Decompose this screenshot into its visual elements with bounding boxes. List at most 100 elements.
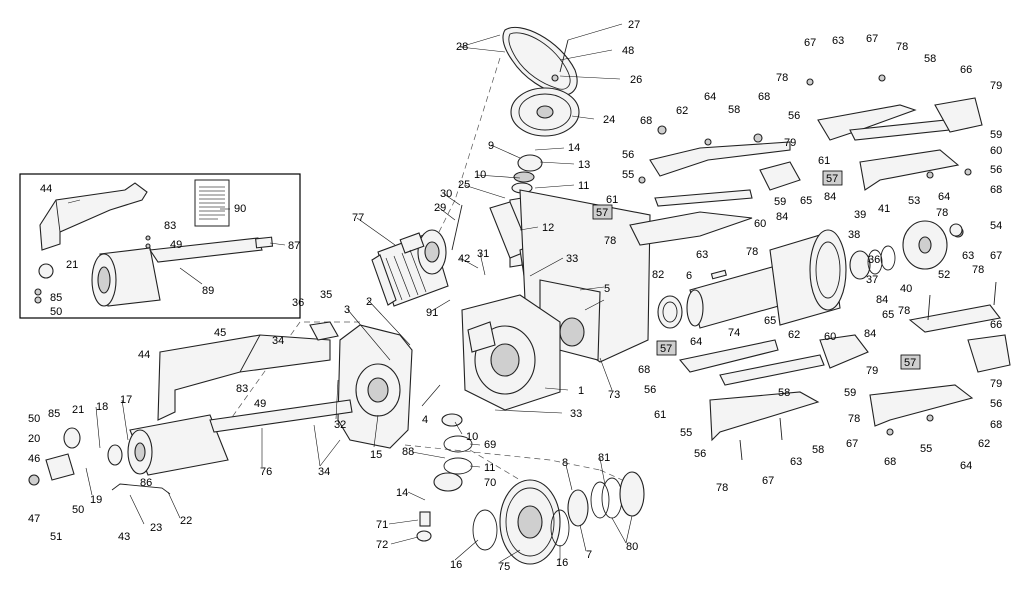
part-label-p79b: 79	[990, 80, 1002, 92]
part-number: 24	[603, 114, 615, 126]
part-label-p58a: 58	[728, 104, 740, 116]
part-number: 56	[788, 110, 800, 122]
part-number: 62	[788, 329, 800, 341]
part-number: 91	[426, 307, 438, 319]
part-number: 67	[990, 250, 1002, 262]
part-label-p39: 39	[854, 209, 866, 221]
part-number: 73	[608, 389, 620, 401]
part-number: 28	[456, 41, 468, 53]
part-label-p9: 9	[488, 140, 494, 152]
part-number: 59	[990, 129, 1002, 141]
part-label-p60c: 60	[824, 331, 836, 343]
lower-motor	[28, 399, 353, 495]
part-number: 84	[776, 211, 788, 223]
part-number: 66	[990, 319, 1002, 331]
part-number: 57	[826, 173, 838, 185]
part-number: 50	[72, 504, 84, 516]
part-label-p11a: 11	[578, 180, 589, 192]
part-number: 59	[774, 196, 786, 208]
part-number: 78	[604, 235, 616, 247]
part-label-p64b: 64	[938, 191, 950, 203]
part-label-p78g: 78	[898, 305, 910, 317]
part-number: 37	[866, 274, 878, 286]
part-number: 83	[236, 383, 248, 395]
part-number: 31	[477, 248, 489, 260]
part-number: 65	[800, 195, 812, 207]
part-number: 50	[28, 413, 40, 425]
part-label-p81: 81	[598, 452, 610, 464]
part-label-p49a: 49	[170, 239, 182, 251]
part-label-p12: 12	[542, 222, 554, 234]
part-number: 53	[908, 195, 920, 207]
part-number: 55	[622, 169, 634, 181]
part-label-p36: 36	[292, 297, 304, 309]
part-number: 16	[556, 557, 568, 569]
part-number: 67	[866, 33, 878, 45]
part-label-p75: 75	[498, 561, 510, 573]
part-number: 57	[904, 357, 916, 369]
part-label-p60b: 60	[990, 145, 1002, 157]
part-number: 56	[990, 398, 1002, 410]
part-number: 21	[72, 404, 84, 416]
part-number: 7	[586, 549, 592, 561]
part-label-p59a: 59	[774, 196, 786, 208]
part-number: 78	[848, 413, 860, 425]
part-label-p19: 19	[90, 494, 102, 506]
part-label-p86: 86	[140, 477, 152, 489]
part-number: 90	[234, 203, 246, 215]
part-number: 56	[622, 149, 634, 161]
part-label-p57d: 57	[900, 354, 921, 370]
part-label-p16b: 16	[556, 557, 568, 569]
part-number: 49	[254, 398, 266, 410]
part-number: 26	[630, 74, 642, 86]
part-number: 88	[402, 446, 414, 458]
part-number: 2	[366, 296, 372, 308]
right-linkage	[629, 74, 983, 246]
part-label-p78i: 78	[716, 482, 728, 494]
part-number: 27	[628, 19, 640, 31]
part-label-p68c: 68	[990, 184, 1002, 196]
part-number: 68	[638, 364, 650, 376]
part-label-p65b: 65	[882, 309, 894, 321]
part-number: 15	[370, 449, 382, 461]
part-number: 21	[66, 259, 78, 271]
part-number: 59	[844, 387, 856, 399]
part-label-p56a: 56	[622, 149, 634, 161]
part-number: 84	[864, 328, 876, 340]
part-number: 39	[854, 209, 866, 221]
part-label-p10b: 10	[466, 431, 478, 443]
part-label-p41: 41	[878, 203, 890, 215]
part-label-p76: 76	[260, 466, 272, 478]
part-label-p38: 38	[848, 229, 860, 241]
part-number: 78	[746, 246, 758, 258]
part-number: 62	[978, 438, 990, 450]
part-number: 1	[578, 385, 584, 397]
part-number: 62	[676, 105, 688, 117]
part-number: 50	[50, 306, 62, 318]
part-number: 46	[28, 453, 40, 465]
part-label-p18: 18	[96, 401, 108, 413]
part-number: 51	[50, 531, 62, 543]
part-label-p55b: 55	[680, 427, 692, 439]
part-label-p87: 87	[288, 240, 300, 252]
part-label-p7: 7	[586, 549, 592, 561]
part-number: 76	[260, 466, 272, 478]
lower-right-linkage	[678, 281, 1011, 461]
part-label-p64c: 64	[690, 336, 702, 348]
part-label-p2: 2	[366, 296, 372, 308]
part-label-p58d: 58	[812, 444, 824, 456]
part-number: 42	[458, 253, 470, 265]
part-number: 86	[140, 477, 152, 489]
part-number: 75	[498, 561, 510, 573]
part-number: 64	[690, 336, 702, 348]
part-number: 79	[784, 137, 796, 149]
part-label-p63d: 63	[790, 456, 802, 468]
part-label-p78f: 78	[972, 264, 984, 276]
part-label-p56f: 56	[694, 448, 706, 460]
part-number: 78	[716, 482, 728, 494]
part-label-p57c: 57	[656, 340, 677, 356]
part-label-p67d: 67	[846, 438, 858, 450]
part-label-p56c: 56	[990, 164, 1002, 176]
